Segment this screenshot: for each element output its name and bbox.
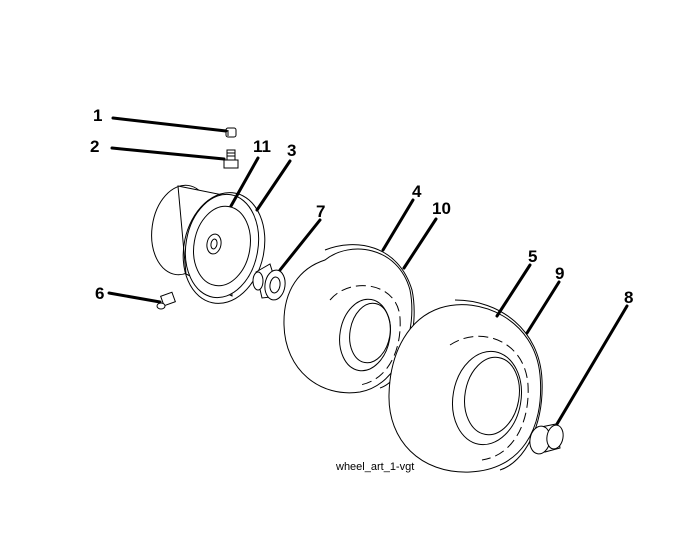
callout-4: 4 <box>412 182 422 201</box>
figure-caption: wheel_art_1-vgt <box>335 461 414 473</box>
leader-line-5 <box>495 263 532 318</box>
leader-line-1 <box>111 116 228 133</box>
leader-line-10 <box>402 217 438 270</box>
part-2-valve-stem <box>223 149 239 169</box>
leader-line-7 <box>278 218 322 272</box>
part-6-grease-fitting <box>156 291 176 310</box>
callout-8: 8 <box>624 288 633 307</box>
part-5-rear-tire <box>388 299 543 473</box>
leader-line-9 <box>525 280 561 335</box>
callout-11: 11 <box>253 137 271 156</box>
part-8-hub-cap <box>529 423 564 455</box>
part-7-bushing <box>252 263 286 301</box>
leader-line-4 <box>381 198 415 252</box>
callout-10: 10 <box>432 199 451 218</box>
callout-6: 6 <box>95 284 104 303</box>
callout-9: 9 <box>555 264 564 283</box>
callout-2: 2 <box>90 137 99 156</box>
callout-7: 7 <box>316 202 325 221</box>
part-3-rim-seal <box>182 192 266 304</box>
part-4-front-tire <box>283 244 415 394</box>
leader-line-8 <box>555 304 629 426</box>
part-1-valve-cap <box>225 127 237 138</box>
leader-line-6 <box>107 291 162 304</box>
leader-line-11 <box>229 156 260 208</box>
callout-3: 3 <box>287 141 296 160</box>
callout-5: 5 <box>528 247 537 266</box>
leader-line-2 <box>110 146 226 161</box>
leader-line-3 <box>255 159 292 212</box>
part-11-wheel-rim <box>151 184 260 299</box>
callout-1: 1 <box>93 106 102 125</box>
